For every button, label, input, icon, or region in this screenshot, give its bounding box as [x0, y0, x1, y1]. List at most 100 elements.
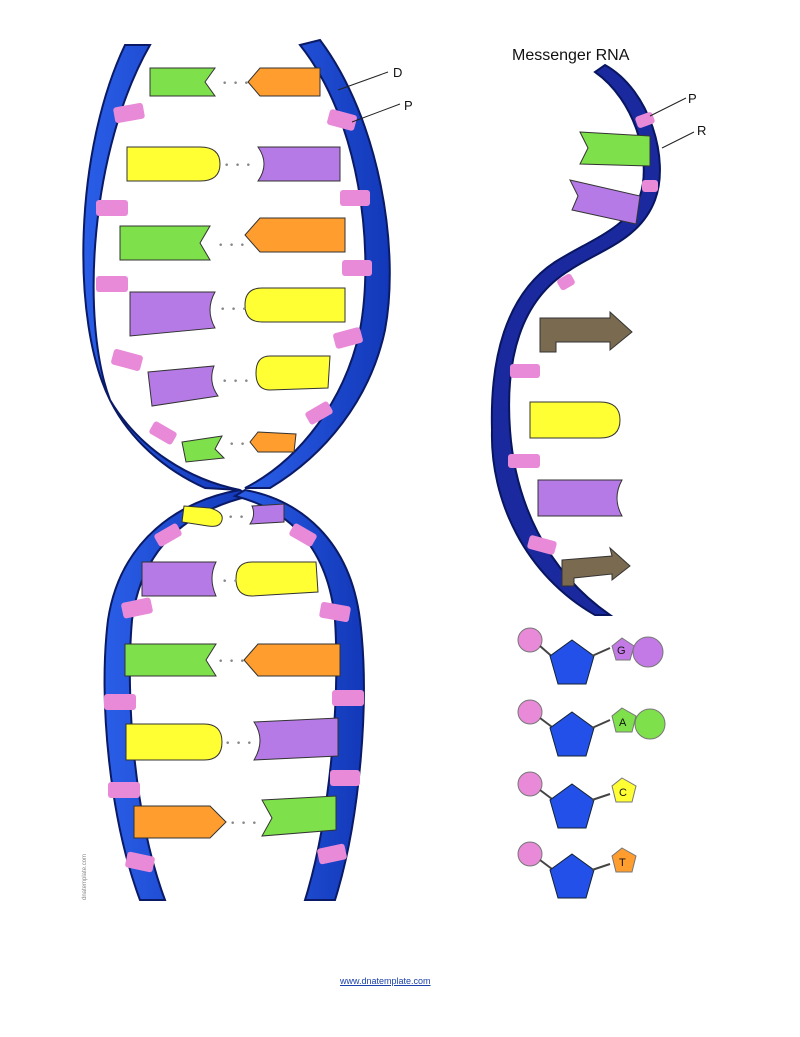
- sugar-pentagon-icon: [549, 783, 595, 829]
- footer-link[interactable]: www.dnatemplate.com: [340, 976, 431, 986]
- dna-backbone-left-lower: [103, 488, 253, 901]
- cytosine-base: [244, 287, 346, 323]
- adenine-base: [247, 67, 321, 97]
- thymine-base: [147, 365, 219, 407]
- phosphate-marker: [111, 349, 143, 371]
- dna-labels: D P: [337, 65, 413, 123]
- phosphate-marker: [330, 770, 360, 786]
- cytosine-base: [126, 146, 221, 182]
- phosphate-marker: [642, 180, 658, 192]
- rna-phosphates: [508, 112, 658, 555]
- phosphate-marker: [96, 276, 128, 292]
- legend-letter-cytosine: C: [619, 787, 627, 799]
- guanine-base: [261, 795, 337, 837]
- cytosine-base: [125, 723, 223, 761]
- legend-letter-guanine: G: [617, 645, 626, 657]
- phosphate-marker: [125, 851, 155, 873]
- thymine-ring-icon: [611, 847, 637, 873]
- guanine-base: [579, 131, 651, 167]
- dna-backbone-right-upper: [244, 38, 391, 489]
- rna-label-ribose: R: [697, 123, 706, 138]
- cytosine-base: [255, 355, 331, 391]
- phosphate-marker: [317, 843, 347, 865]
- phosphate-circle-icon: [517, 627, 543, 653]
- svg-text:• • •: • • •: [222, 79, 249, 89]
- adenine-base-icon: [634, 708, 666, 740]
- dna-helix-lower: • • • • • • • • • • • • •: [103, 488, 365, 901]
- dna-phosphates-upper: [96, 102, 372, 445]
- dna-label-phosphate: P: [404, 98, 413, 113]
- phosphate-marker: [104, 694, 136, 710]
- phosphate-pointer: [351, 103, 401, 123]
- svg-text:• •: • •: [229, 440, 245, 450]
- svg-text:• •: • •: [228, 513, 244, 523]
- sugar-pentagon-icon: [549, 711, 595, 757]
- credit-text: dnatemplate.com: [82, 853, 88, 900]
- phosphate-marker: [342, 260, 372, 276]
- phosphate-marker: [96, 200, 128, 216]
- dna-helix-upper: • • • • • • • • • • • • • • • • •: [82, 38, 391, 491]
- adenine-base: [243, 643, 341, 677]
- svg-text:• •: • •: [222, 577, 238, 587]
- thymine-base: [569, 179, 641, 225]
- guanine-base: [119, 225, 211, 261]
- guanine-base: [181, 435, 226, 463]
- adenine-base: [133, 805, 227, 839]
- adenine-base: [249, 431, 297, 453]
- svg-text:• • •: • • •: [225, 739, 252, 749]
- svg-text:• • •: • • •: [224, 161, 251, 171]
- deoxyribose-pointer: [337, 71, 389, 91]
- sugar-pentagon-icon: [549, 853, 595, 899]
- phosphate-circle-icon: [517, 699, 543, 725]
- sugar-pentagon-icon: [549, 639, 595, 685]
- rna-ribose-pointer: [661, 131, 695, 149]
- dna-label-deoxyribose: D: [393, 65, 402, 80]
- dna-base-pairs-upper: • • • • • • • • • • • • • • • • •: [119, 67, 346, 463]
- guanine-base: [124, 643, 217, 677]
- phosphate-marker: [149, 421, 177, 445]
- phosphate-circle-icon: [517, 841, 543, 867]
- phosphate-marker: [557, 273, 575, 291]
- cytosine-ring-icon: [611, 777, 637, 803]
- cytosine-base: [181, 505, 223, 527]
- rna-title: Messenger RNA: [512, 47, 630, 64]
- legend-adenine: A: [517, 699, 666, 757]
- legend-letter-adenine: A: [619, 717, 627, 729]
- dna-base-pairs-lower: • • • • • • • • • • • • •: [124, 503, 341, 839]
- cytosine-base: [235, 561, 319, 597]
- rna-label-phosphate: P: [688, 91, 697, 106]
- phosphate-marker: [327, 109, 357, 131]
- legend-guanine: G: [517, 627, 664, 685]
- phosphate-marker: [508, 454, 540, 468]
- uracil-base: [561, 546, 631, 587]
- nucleotide-legend: G A C T: [517, 627, 666, 899]
- svg-text:• • •: • • •: [222, 377, 249, 387]
- phosphate-marker: [527, 535, 557, 555]
- svg-text:• • •: • • •: [230, 819, 257, 829]
- phosphate-marker: [340, 190, 370, 206]
- thymine-base: [249, 503, 285, 525]
- dna-phosphates-lower: [104, 523, 364, 873]
- rna-bases: [529, 131, 651, 587]
- phosphate-marker: [635, 112, 655, 128]
- legend-letter-thymine: T: [619, 857, 626, 869]
- legend-cytosine: C: [517, 771, 637, 829]
- svg-text:• • •: • • •: [218, 657, 245, 667]
- phosphate-marker: [108, 782, 140, 798]
- phosphate-marker: [510, 364, 540, 378]
- guanine-base-icon: [632, 636, 664, 668]
- phosphate-marker: [333, 327, 363, 349]
- phosphate-marker: [154, 523, 182, 547]
- dna-backbone-left-upper: [82, 44, 241, 491]
- phosphate-marker: [332, 690, 364, 706]
- thymine-base: [537, 479, 623, 517]
- thymine-base: [141, 561, 217, 597]
- phosphate-marker: [305, 401, 333, 425]
- rna-phosphate-pointer: [649, 97, 687, 117]
- phosphate-marker: [113, 102, 145, 124]
- svg-text:• • •: • • •: [218, 241, 245, 251]
- cytosine-base: [529, 401, 621, 439]
- thymine-base: [253, 717, 339, 761]
- legend-thymine: T: [517, 841, 637, 899]
